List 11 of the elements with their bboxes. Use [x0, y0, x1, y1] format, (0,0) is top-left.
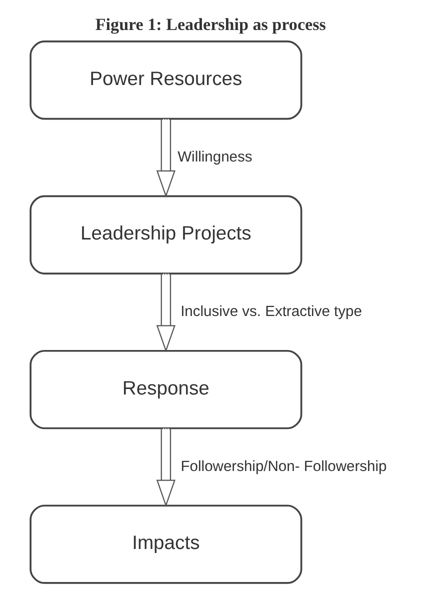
arrow [156, 274, 176, 352]
edge-label: Willingness [178, 149, 252, 166]
diagram-title: Figure 1: Leadership as process [95, 15, 326, 34]
edge-label: Followership/Non- Followership [180, 458, 387, 475]
arrow [156, 428, 176, 508]
arrow [156, 118, 176, 198]
node-box: Impacts [30, 504, 302, 584]
node-box: Leadership Projects [30, 195, 302, 274]
edge-label: Inclusive vs. Extractive type [180, 304, 362, 320]
node-box: Power Resources [30, 40, 302, 120]
node-box: Response [30, 350, 302, 430]
